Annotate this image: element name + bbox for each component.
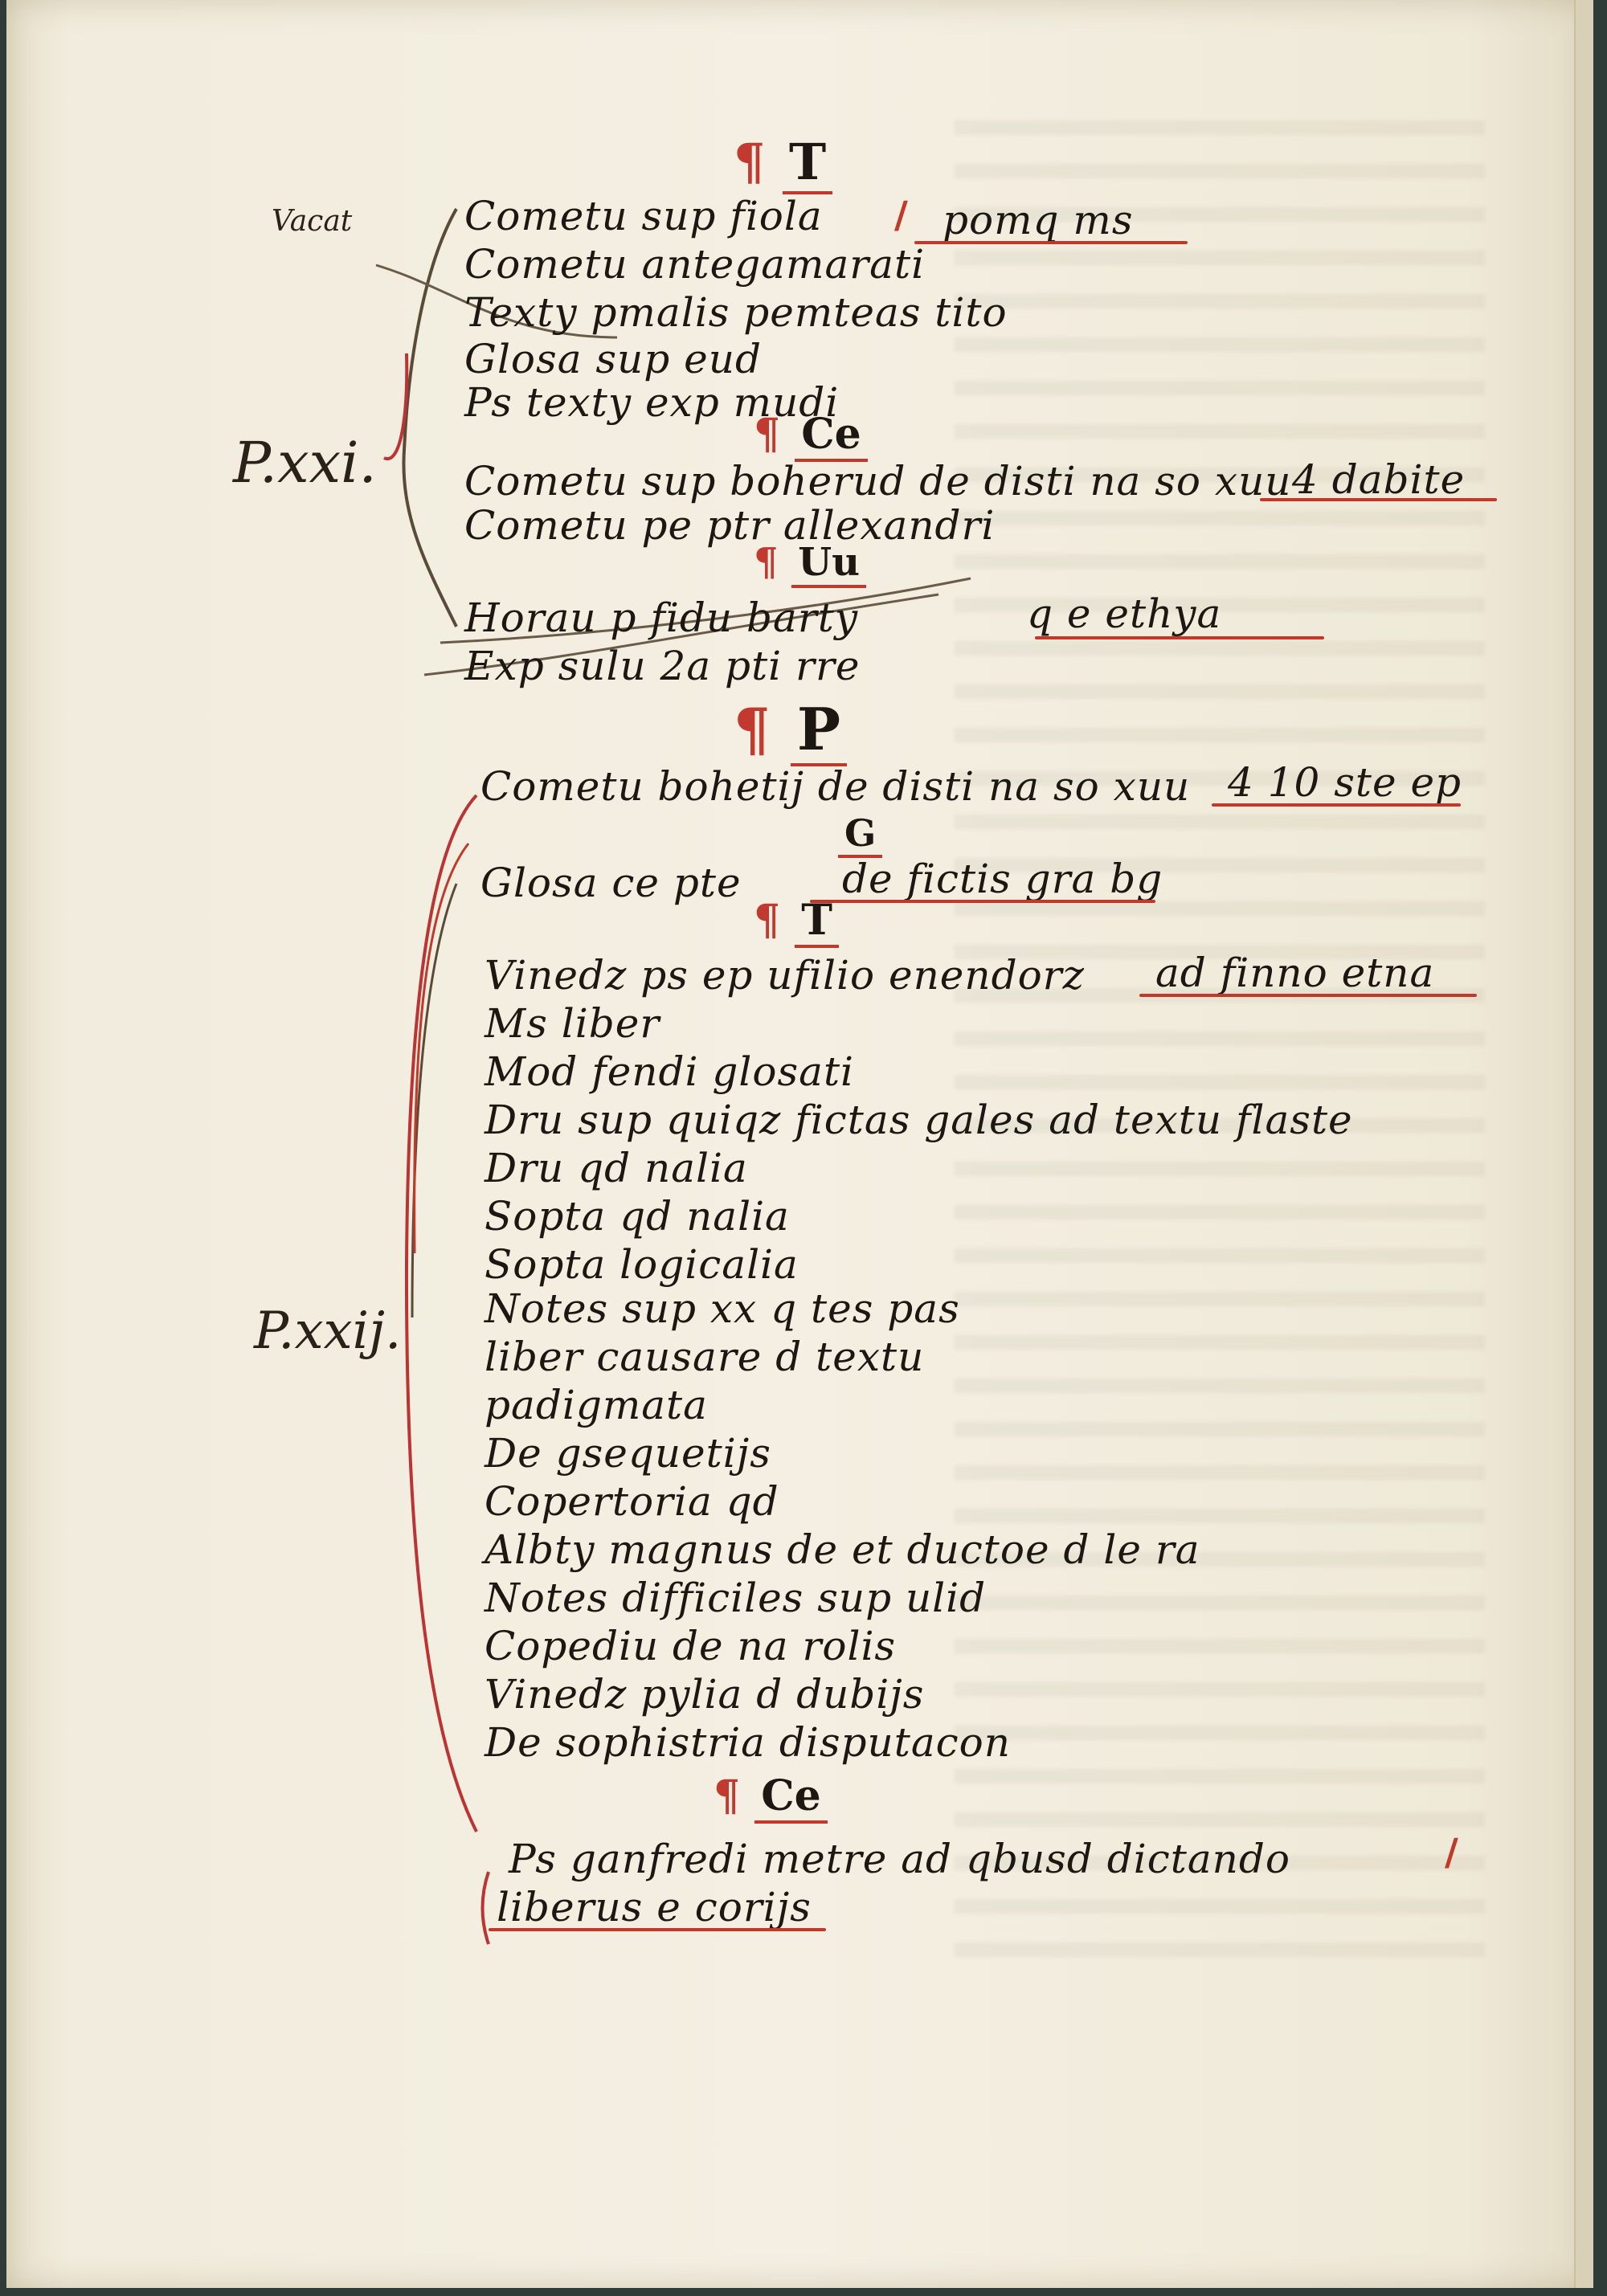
- entry-line: Glosa sup eud: [464, 336, 762, 382]
- entry-line: Dru qd nalia: [485, 1145, 748, 1191]
- entry-line: Cometu bohetij de disti na so xuu: [480, 763, 1191, 810]
- cross-stroke-1: [375, 264, 618, 339]
- pilcrow-icon: ¶: [734, 133, 766, 191]
- entry-line: Ms liber: [485, 1000, 660, 1047]
- brace-p22-red2: [413, 843, 470, 1254]
- brace-p22: [404, 794, 478, 1832]
- entry-line: Notes sup xx q tes pas: [485, 1285, 960, 1332]
- heading-letter: Uu: [791, 540, 867, 588]
- entry-line: Vinedz pylia d dubijs: [485, 1671, 925, 1718]
- rubric-heading-7: ¶ Ce: [714, 1771, 828, 1824]
- brace-bottom: [480, 1871, 490, 1945]
- pilcrow-icon: /: [894, 193, 908, 236]
- entry-line: Cometu sup boherud de disti na so xuu: [464, 458, 1292, 505]
- entry-note: pomq ms: [943, 197, 1134, 243]
- red-underline: [1035, 636, 1324, 639]
- rubric-heading-5: G: [838, 811, 883, 858]
- entry-line: Copediu de na rolis: [485, 1623, 897, 1669]
- binding-edge: [1574, 0, 1593, 2288]
- entry-note: q e ethya: [1027, 590, 1222, 637]
- rubric-heading-1: ¶ T: [734, 133, 833, 194]
- rubric-heading-4: ¶ P: [734, 695, 848, 766]
- red-underline: [914, 241, 1188, 244]
- heading-letter: Ce: [795, 410, 868, 462]
- entry-note: 4 10 ste ep: [1228, 759, 1462, 806]
- red-underline: [1139, 994, 1477, 997]
- entry-line: Cometu antegamarati: [464, 241, 926, 288]
- brace-p21-red: [383, 353, 409, 461]
- pilcrow-icon: ¶: [754, 410, 781, 459]
- pilcrow-icon: ¶: [714, 1771, 741, 1820]
- entry-line: De sophistria disputacon: [485, 1719, 1011, 1766]
- heading-letter: T: [795, 896, 839, 948]
- entry-line: Sopta qd nalia: [485, 1193, 790, 1240]
- entry-line: Cometu pe ptr allexandri: [464, 502, 996, 549]
- pilcrow-icon: ¶: [754, 540, 779, 585]
- entry-line: Cometu sup fiola: [464, 193, 823, 239]
- brace-p22-dark: [411, 883, 458, 1318]
- heading-letter: G: [838, 811, 883, 858]
- heading-letter: T: [783, 133, 833, 194]
- manuscript-page: Vacat P.xxi. P.xxij. ¶ T Cometu sup fiol…: [6, 0, 1593, 2288]
- entry-note: ad finno etna: [1155, 950, 1435, 996]
- pilcrow-icon: ¶: [754, 896, 781, 945]
- entry-line: Glosa ce pte: [480, 860, 742, 906]
- pilcrow-icon: ¶: [734, 695, 771, 763]
- show-through-text: [955, 121, 1485, 1968]
- entry-note: 4 dabite: [1292, 456, 1466, 503]
- entry-line: Notes difficiles sup ulid: [485, 1575, 987, 1621]
- margin-braces: [375, 208, 971, 1945]
- entry-line: Ps texty exp mudi: [464, 379, 840, 426]
- entry-line: Vinedz ps ep ufilio enendorz: [485, 952, 1085, 999]
- entry-line: Texty pmalis pemteas tito: [464, 289, 1008, 336]
- entry-line: Sopta logicalia: [485, 1241, 799, 1288]
- entry-line: Mod fendi glosati: [485, 1048, 855, 1095]
- red-underline: [810, 900, 1155, 903]
- red-underline: [489, 1928, 826, 1931]
- entry-line: De gsequetijs: [485, 1430, 771, 1477]
- entry-line: Albty magnus de et ductoe d le ra: [485, 1526, 1200, 1573]
- entry-note: de fictis gra bg: [842, 856, 1163, 902]
- entry-line: Dru sup quiqz fictas gales ad textu flas…: [485, 1097, 1353, 1143]
- cross-stroke-2: [423, 593, 939, 676]
- red-underline: [1212, 803, 1461, 807]
- entry-line: padigmata: [485, 1382, 708, 1428]
- margin-vacat: Vacat: [272, 205, 353, 238]
- brace-p21: [402, 208, 458, 627]
- heading-letter: Ce: [754, 1771, 828, 1824]
- red-underline: [1260, 498, 1497, 501]
- cross-stroke-3: [440, 577, 971, 644]
- entry-line: Ps ganfredi metre ad qbusd dictando: [509, 1836, 1290, 1882]
- margin-p21: P.xxi.: [233, 430, 377, 496]
- margin-p22: P.xxij.: [254, 1301, 402, 1361]
- entry-line: Copertoria qd: [485, 1478, 779, 1525]
- rubric-heading-3: ¶ Uu: [754, 540, 867, 588]
- pilcrow-icon: /: [1445, 1830, 1458, 1873]
- entry-line: liber causare d textu: [485, 1334, 925, 1380]
- rubric-heading-2: ¶ Ce: [754, 410, 868, 462]
- entry-line: liberus e corijs: [497, 1884, 812, 1930]
- entry-line: Exp sulu 2a pti rre: [464, 643, 861, 689]
- rubric-heading-6: ¶ T: [754, 896, 839, 948]
- heading-letter: P: [790, 695, 848, 766]
- entry-line: Horau p fidu barty: [464, 594, 859, 641]
